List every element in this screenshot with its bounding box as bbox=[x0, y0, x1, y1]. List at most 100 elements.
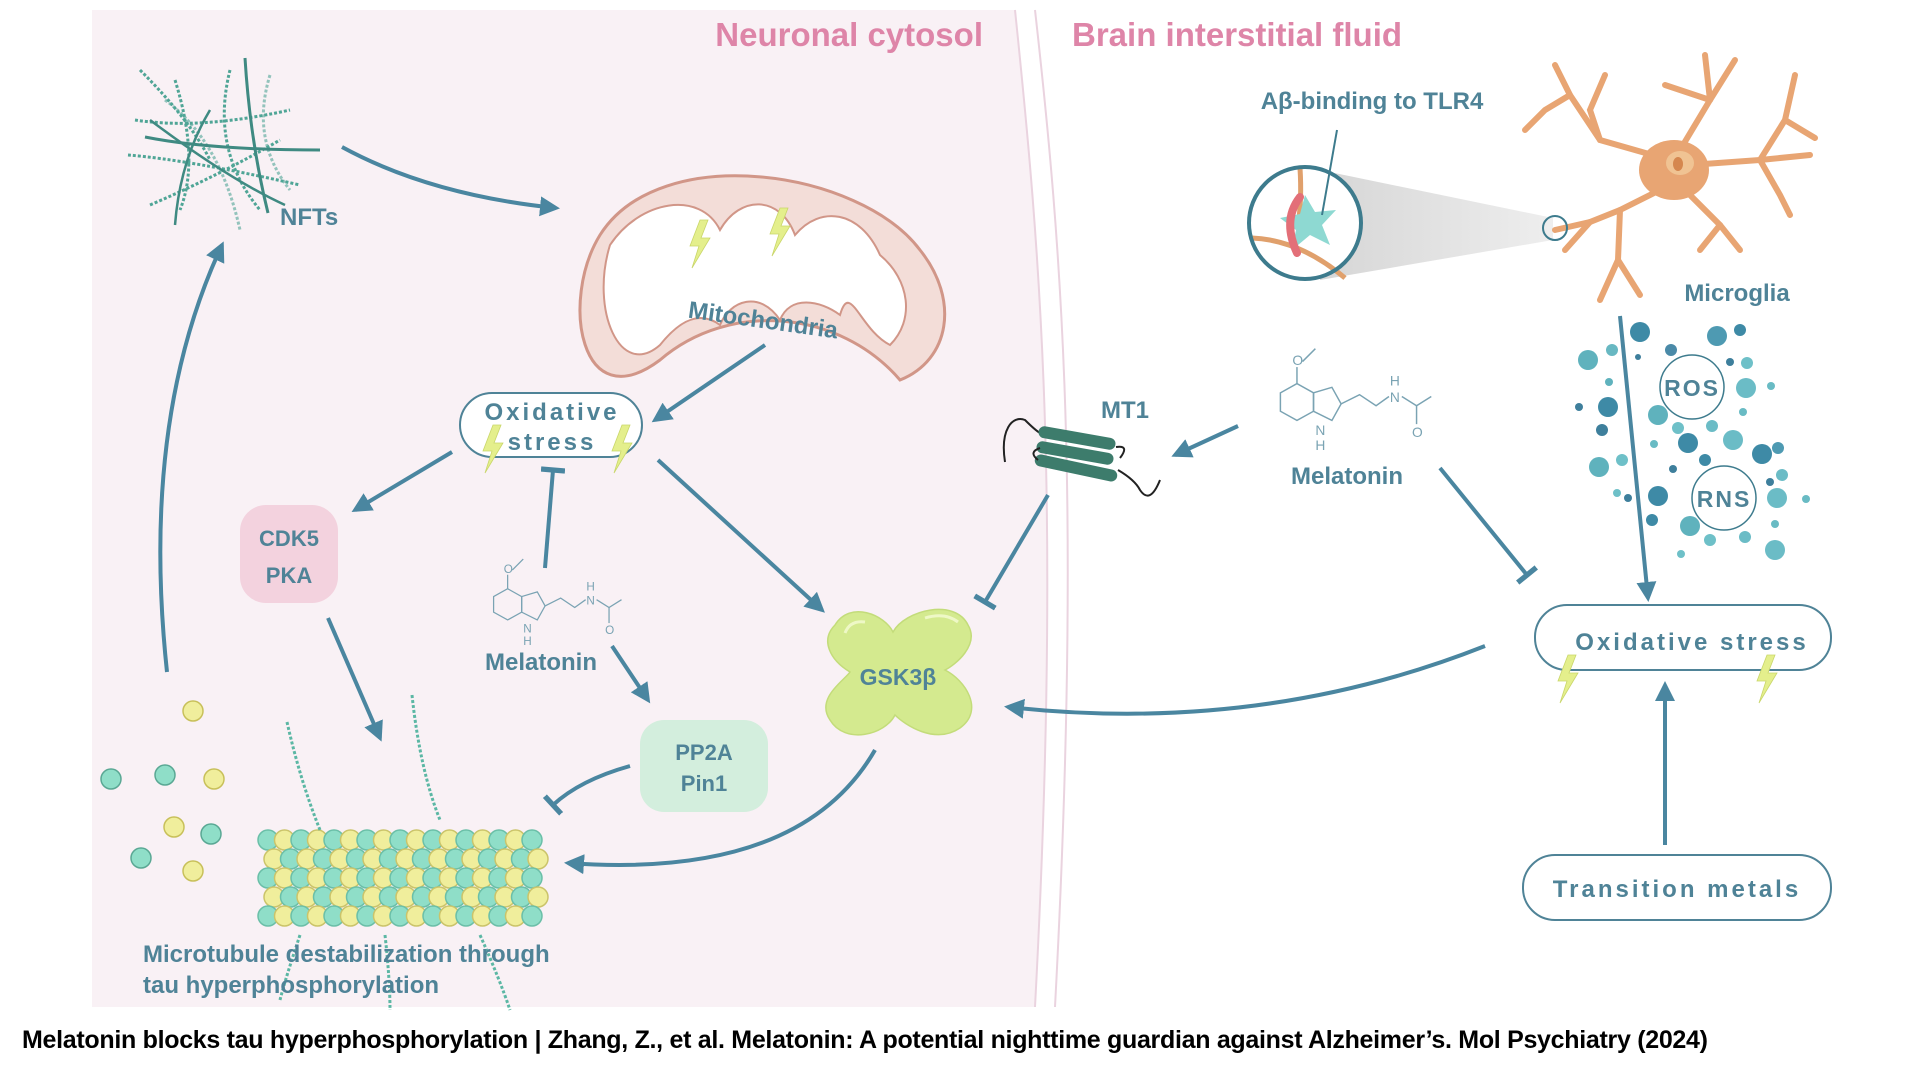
inhibit-melatonin-to-oxstress-right bbox=[1438, 466, 1538, 585]
reactive-species-particle bbox=[1734, 324, 1746, 336]
free-tubulin-dot bbox=[203, 768, 225, 790]
arrow-oxstress-to-gsk3b bbox=[656, 458, 825, 613]
reactive-species-particle bbox=[1772, 442, 1784, 454]
inhibit-mt1-to-gsk3b bbox=[973, 493, 1050, 611]
reactive-species-particle bbox=[1707, 326, 1727, 346]
reactive-species-particle bbox=[1726, 358, 1734, 366]
svg-text:N: N bbox=[523, 622, 531, 635]
svg-text:N: N bbox=[1390, 390, 1400, 405]
reactive-species-particle bbox=[1776, 469, 1788, 481]
mitochondria-icon bbox=[578, 174, 947, 382]
oxidative-stress-node-cytosol: Oxidative stress bbox=[459, 392, 643, 474]
ros-circle bbox=[1659, 354, 1725, 420]
ros-rns-particles bbox=[1575, 322, 1810, 560]
svg-text:N: N bbox=[586, 594, 594, 607]
transition-metals-node: Transition metals bbox=[1522, 854, 1832, 921]
svg-text:H: H bbox=[1315, 438, 1325, 453]
reactive-species-particle bbox=[1606, 344, 1618, 356]
reactive-species-particle bbox=[1767, 488, 1787, 508]
reactive-species-particle bbox=[1678, 433, 1698, 453]
free-tubulin-dot bbox=[182, 860, 204, 882]
reactive-species-particle bbox=[1598, 397, 1618, 417]
label-pin1: Pin1 bbox=[681, 771, 727, 796]
label-ros: ROS bbox=[1664, 375, 1720, 401]
svg-text:O: O bbox=[504, 563, 513, 576]
label-gsk3b: GSK3β bbox=[860, 664, 937, 690]
reactive-species-particle bbox=[1669, 465, 1677, 473]
cdk5-pka-node: CDK5 PKA bbox=[240, 505, 338, 603]
reactive-species-particle bbox=[1596, 424, 1608, 436]
svg-text:H: H bbox=[1390, 373, 1400, 388]
label-oxstress-cytosol-line1: Oxidative bbox=[484, 399, 619, 426]
reactive-species-particle bbox=[1736, 378, 1756, 398]
svg-text:N: N bbox=[1315, 423, 1325, 438]
arrow-oxstress-to-cdk5 bbox=[351, 450, 454, 513]
zoom-cone bbox=[1320, 170, 1553, 280]
reactive-species-particle bbox=[1616, 454, 1628, 466]
arrow-nfts-to-mitochondria bbox=[341, 145, 560, 217]
inhibit-pp2a-to-microtubule bbox=[542, 764, 631, 816]
tubulin-subunit bbox=[527, 886, 549, 908]
label-pp2a: PP2A bbox=[675, 740, 733, 765]
microglia-zoom-marker bbox=[1542, 215, 1568, 241]
reactive-species-particle bbox=[1723, 430, 1743, 450]
svg-text:O: O bbox=[605, 624, 614, 637]
label-oxstress-interstitial: Oxidative stress bbox=[1575, 629, 1808, 656]
reactive-species-particle bbox=[1680, 516, 1700, 536]
label-rns: RNS bbox=[1697, 486, 1752, 512]
reactive-species-particle bbox=[1605, 378, 1613, 386]
free-tubulin-dot bbox=[100, 768, 122, 790]
reactive-species-particle bbox=[1741, 357, 1753, 369]
label-mt1: MT1 bbox=[1101, 397, 1149, 424]
reactive-species-particle bbox=[1802, 495, 1810, 503]
label-melatonin-interstitial: Melatonin bbox=[1291, 463, 1403, 490]
reactive-species-particle bbox=[1648, 405, 1668, 425]
reactive-species-particle bbox=[1589, 457, 1609, 477]
arrow-microglia-to-oxstress bbox=[1618, 315, 1657, 602]
arrow-cdk5-to-microtubule bbox=[326, 617, 383, 742]
tubulin-subunit bbox=[521, 867, 543, 889]
label-microtubule-line2: tau hyperphosphorylation bbox=[143, 972, 439, 999]
microtubule-icon bbox=[257, 829, 549, 927]
tubulin-dots bbox=[100, 700, 225, 882]
tau-strands-icon bbox=[278, 694, 512, 1011]
free-tubulin-dot bbox=[182, 700, 204, 722]
label-cdk5: CDK5 bbox=[259, 526, 319, 551]
reactive-species-particle bbox=[1752, 444, 1772, 464]
microglia-icon bbox=[1522, 52, 1818, 303]
tubulin-subunit bbox=[521, 829, 543, 851]
reactive-species-particle bbox=[1650, 440, 1658, 448]
arrow-mitochondria-to-oxstress bbox=[651, 343, 767, 423]
label-transition-metals: Transition metals bbox=[1553, 876, 1801, 903]
free-tubulin-dot bbox=[154, 764, 176, 786]
reactive-species-particle bbox=[1677, 550, 1685, 558]
gsk3b-node: GSK3β bbox=[825, 608, 973, 736]
svg-text:H: H bbox=[586, 580, 594, 593]
abeta-tlr4-zoom-icon bbox=[1247, 129, 1363, 281]
arrow-melatonin-to-mt1 bbox=[1171, 424, 1239, 458]
free-tubulin-dot bbox=[200, 823, 222, 845]
free-tubulin-dot bbox=[163, 816, 185, 838]
label-nfts: NFTs bbox=[280, 204, 338, 231]
arrow-gsk3b-to-microtubule bbox=[564, 748, 877, 875]
cell-membrane-outer bbox=[1034, 9, 1069, 1008]
reactive-species-particle bbox=[1624, 494, 1632, 502]
free-tubulin-dot bbox=[130, 847, 152, 869]
reactive-species-particle bbox=[1635, 354, 1641, 360]
arrow-oxstress-right-to-gsk3b bbox=[1004, 644, 1486, 719]
reactive-species-particle bbox=[1766, 478, 1774, 486]
cytosol-region bbox=[92, 10, 1047, 1007]
reactive-species-particle bbox=[1739, 408, 1747, 416]
reactive-species-particle bbox=[1665, 344, 1677, 356]
label-oxstress-cytosol-line2: stress bbox=[508, 429, 597, 456]
oxidative-stress-node-interstitial: Oxidative stress bbox=[1534, 604, 1832, 704]
figure-caption: Melatonin blocks tau hyperphosphorylatio… bbox=[22, 1026, 1708, 1054]
svg-text:O: O bbox=[1412, 425, 1423, 440]
reactive-species-particle bbox=[1646, 514, 1658, 526]
reactive-species-particle bbox=[1765, 540, 1785, 560]
reactive-species-particle bbox=[1767, 382, 1775, 390]
reactive-species-particle bbox=[1613, 489, 1621, 497]
arrow-melatonin-to-pp2a bbox=[610, 644, 651, 704]
reactive-species-particle bbox=[1672, 422, 1684, 434]
